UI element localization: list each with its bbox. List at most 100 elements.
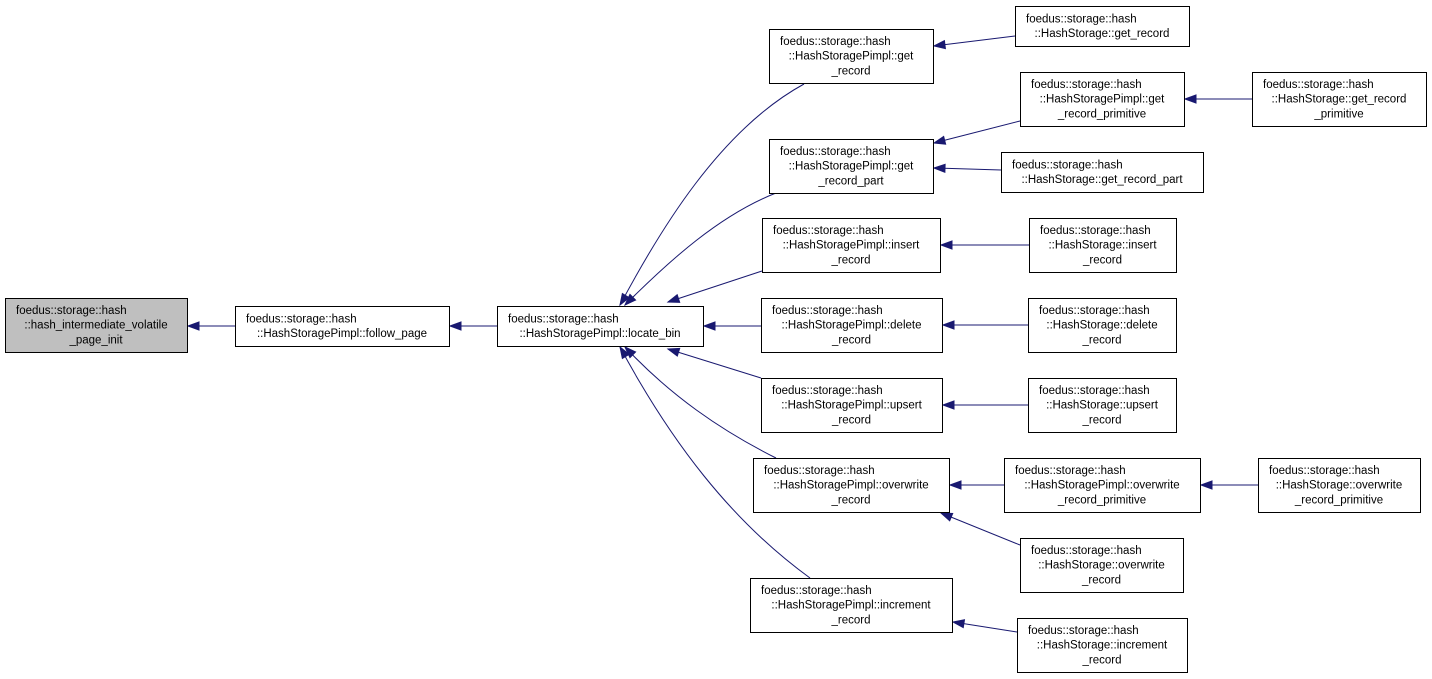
edge-pimpl_overwrite_record_primitive-to-pimpl_overwrite_record [948,480,1004,490]
node-pimpl-overwrite-record[interactable]: foedus::storage::hash::HashStoragePimpl:… [753,458,950,513]
node-box [761,298,943,353]
edge-hs_overwrite_record_primitive-to-pimpl_overwrite_record_primitive [1199,480,1258,490]
node-label-line: ::HashStoragePimpl::locate_bin [519,328,680,340]
edge-arrowhead [619,292,631,307]
node-label-line: foedus::storage::hash [1269,465,1380,477]
node-label-line: _record_primitive [1294,494,1383,506]
node-pimpl-get-record-primitive[interactable]: foedus::storage::hash::HashStoragePimpl:… [1020,72,1185,127]
node-box [497,306,704,347]
edge-line [624,346,777,459]
node-hs-get-record[interactable]: foedus::storage::hash::HashStorage::get_… [1015,6,1190,47]
node-hs-overwrite-record-primitive[interactable]: foedus::storage::hash::HashStorage::over… [1258,458,1421,513]
node-label-line: foedus::storage::hash [1015,465,1126,477]
node-hs-get-record-part[interactable]: foedus::storage::hash::HashStorage::get_… [1001,152,1204,193]
node-box [750,578,953,633]
node-label-line: foedus::storage::hash [772,385,883,397]
node-label-line: foedus::storage::hash [780,36,891,48]
node-label-line: _record [831,614,871,626]
edge-arrowhead [941,320,955,330]
edge-hs_get_record-to-pimpl_get_record [932,35,1016,50]
node-label-line: _record_primitive [1057,108,1146,120]
node-label-line: foedus::storage::hash [1263,79,1374,91]
edge-pimpl_get_record_primitive-to-pimpl_get_record_part [932,120,1021,145]
edge-line [943,167,1002,171]
node-pimpl-delete-record[interactable]: foedus::storage::hash::HashStoragePimpl:… [761,298,943,353]
node-label-line: _record [1082,334,1122,346]
node-label-line: foedus::storage::hash [772,305,883,317]
edge-arrowhead [448,321,462,331]
edge-line [950,516,1021,546]
node-label-line: foedus::storage::hash [780,146,891,158]
node-box [1020,72,1185,127]
node-label-line: foedus::storage::hash [773,225,884,237]
node-pimpl-overwrite-record-primitive[interactable]: foedus::storage::hash::HashStoragePimpl:… [1004,458,1201,513]
node-label-line: _page_init [68,334,123,346]
edge-follow_page-to-hash_intermediate_volatile_page_init [186,321,235,331]
node-locate-bin[interactable]: foedus::storage::hash::HashStoragePimpl:… [497,306,704,347]
node-label-line: ::HashStoragePimpl::increment [771,600,931,612]
node-box [1020,538,1184,593]
node-label-line: _record_part [817,175,884,187]
node-hs-get-record-primitive[interactable]: foedus::storage::hash::HashStorage::get_… [1252,72,1427,127]
edge-arrowhead [666,293,681,303]
node-label-line: ::HashStorage::get_record_part [1021,174,1183,186]
node-hs-increment-record[interactable]: foedus::storage::hash::HashStorage::incr… [1017,618,1188,673]
node-label-line: ::HashStoragePimpl::get [789,161,914,173]
node-box [1001,152,1204,193]
node-label-line: _record [831,494,871,506]
edge-arrowhead [1199,480,1213,490]
node-label-line: foedus::storage::hash [1039,305,1150,317]
node-box [1017,618,1188,673]
edge-line [624,192,777,306]
node-label-line: _record_primitive [1057,494,1146,506]
node-hash-intermediate-volatile-page-init[interactable]: foedus::storage::hash::hash_intermediate… [5,298,188,353]
node-box [1015,6,1190,47]
node-label-line: ::HashStoragePimpl::follow_page [257,328,427,340]
edge-arrowhead [623,293,637,307]
node-label-line: foedus::storage::hash [1031,545,1142,557]
node-pimpl-insert-record[interactable]: foedus::storage::hash::HashStoragePimpl:… [762,218,941,273]
edge-hs_overwrite_record-to-pimpl_overwrite_record [939,512,1021,546]
node-hs-delete-record[interactable]: foedus::storage::hash::HashStorage::dele… [1028,298,1177,353]
node-label-line: _record [831,334,871,346]
node-pimpl-increment-record[interactable]: foedus::storage::hash::HashStoragePimpl:… [750,578,953,633]
edge-hs_upsert_record-to-pimpl_upsert_record [941,400,1028,410]
node-label-line: ::HashStorage::insert [1048,240,1157,252]
node-box [5,298,188,353]
node-follow-page[interactable]: foedus::storage::hash::HashStoragePimpl:… [235,306,450,347]
node-label-line: ::HashStoragePimpl::upsert [781,400,922,412]
node-box [762,218,941,273]
node-hs-insert-record[interactable]: foedus::storage::hash::HashStorage::inse… [1029,218,1177,273]
node-label-line: _record [831,254,871,266]
edge-line [943,35,1016,46]
edge-arrowhead [932,39,946,50]
node-pimpl-get-record[interactable]: foedus::storage::hash::HashStoragePimpl:… [769,29,934,84]
edge-arrowhead [702,321,716,331]
node-box [761,378,943,433]
edge-pimpl_overwrite_record-to-locate_bin [623,345,777,459]
node-label-line: foedus::storage::hash [1040,225,1151,237]
node-label-line: ::HashStoragePimpl::overwrite [773,480,928,492]
edge-line [962,623,1018,633]
node-label-line: foedus::storage::hash [508,313,619,325]
edge-arrowhead [932,135,947,145]
edge-pimpl_get_record_part-to-locate_bin [623,192,777,307]
edge-pimpl_get_record-to-locate_bin [619,83,805,307]
node-label-line: foedus::storage::hash [761,585,872,597]
node-box [1028,378,1177,433]
node-label-line: ::HashStoragePimpl::get [1040,94,1165,106]
edge-arrowhead [1183,94,1197,104]
node-label-line: ::HashStoragePimpl::overwrite [1024,480,1179,492]
edge-pimpl_delete_record-to-locate_bin [702,321,761,331]
node-hs-overwrite-record[interactable]: foedus::storage::hash::HashStorage::over… [1020,538,1184,593]
edge-line [619,83,805,306]
node-label-line: _record [1082,414,1122,426]
node-pimpl-get-record-part[interactable]: foedus::storage::hash::HashStoragePimpl:… [769,139,934,194]
node-label-line: _record [831,414,871,426]
edge-arrowhead [939,240,953,250]
node-hs-upsert-record[interactable]: foedus::storage::hash::HashStorage::upse… [1028,378,1177,433]
edge-locate_bin-to-follow_page [448,321,497,331]
node-label-line: _record [831,65,871,77]
node-pimpl-upsert-record[interactable]: foedus::storage::hash::HashStoragePimpl:… [761,378,943,433]
edge-line [943,120,1021,142]
